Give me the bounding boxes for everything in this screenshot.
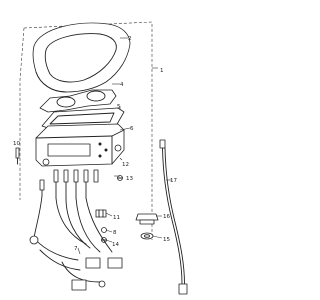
collar bbox=[140, 232, 154, 240]
callout-4: 4 bbox=[120, 82, 124, 88]
callout-15: 15 bbox=[163, 237, 170, 243]
callout-14: 14 bbox=[112, 242, 119, 248]
dial-panel bbox=[39, 89, 117, 113]
callout-17: 17 bbox=[170, 178, 177, 184]
callout-16: 16 bbox=[163, 214, 170, 220]
callout-13: 13 bbox=[126, 176, 133, 182]
meter-case bbox=[35, 123, 125, 167]
callout-labels: 2 4 5 1 6 12 10 13 11 8 14 7 16 15 17 bbox=[13, 36, 177, 252]
callout-1: 1 bbox=[160, 68, 164, 74]
callout-8: 8 bbox=[113, 230, 117, 236]
callout-2: 2 bbox=[128, 36, 132, 42]
bulb-sockets bbox=[53, 169, 99, 199]
callout-12: 12 bbox=[122, 162, 129, 168]
callout-7: 7 bbox=[74, 246, 78, 252]
callout-6: 6 bbox=[130, 126, 134, 132]
speedometer-cable bbox=[159, 139, 188, 295]
connector-block bbox=[95, 209, 107, 218]
left-screw bbox=[15, 147, 20, 165]
side-bulb bbox=[39, 179, 45, 197]
wire-harness bbox=[29, 195, 123, 291]
leader-lines bbox=[77, 37, 172, 255]
meter-exploded-diagram: 2 4 5 1 6 12 10 13 11 8 14 7 16 15 17 bbox=[13, 21, 188, 295]
callout-5: 5 bbox=[117, 104, 121, 110]
meter-cover bbox=[32, 22, 131, 93]
callout-10: 10 bbox=[13, 141, 20, 147]
right-screw bbox=[117, 175, 123, 181]
callout-11: 11 bbox=[113, 215, 120, 221]
grommet bbox=[135, 213, 159, 225]
